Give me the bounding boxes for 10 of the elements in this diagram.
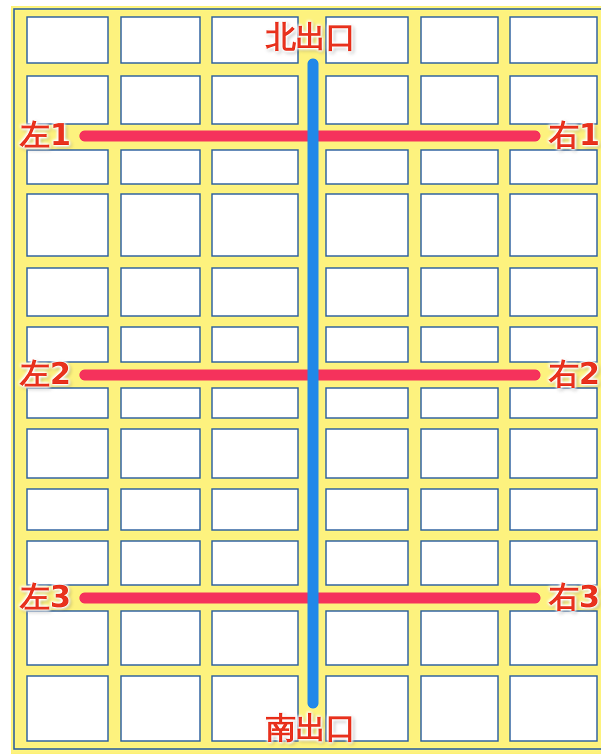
place-label: 右2 (549, 357, 600, 393)
route-line (79, 130, 540, 142)
place-label: 右3 (549, 580, 600, 616)
place-label: 右1 (549, 118, 600, 154)
route-line (79, 370, 540, 380)
place-label: 左2 (20, 357, 71, 393)
route-line (79, 592, 540, 604)
place-label: 左1 (20, 118, 71, 154)
place-label: 左3 (20, 580, 71, 616)
route-line (308, 58, 318, 708)
